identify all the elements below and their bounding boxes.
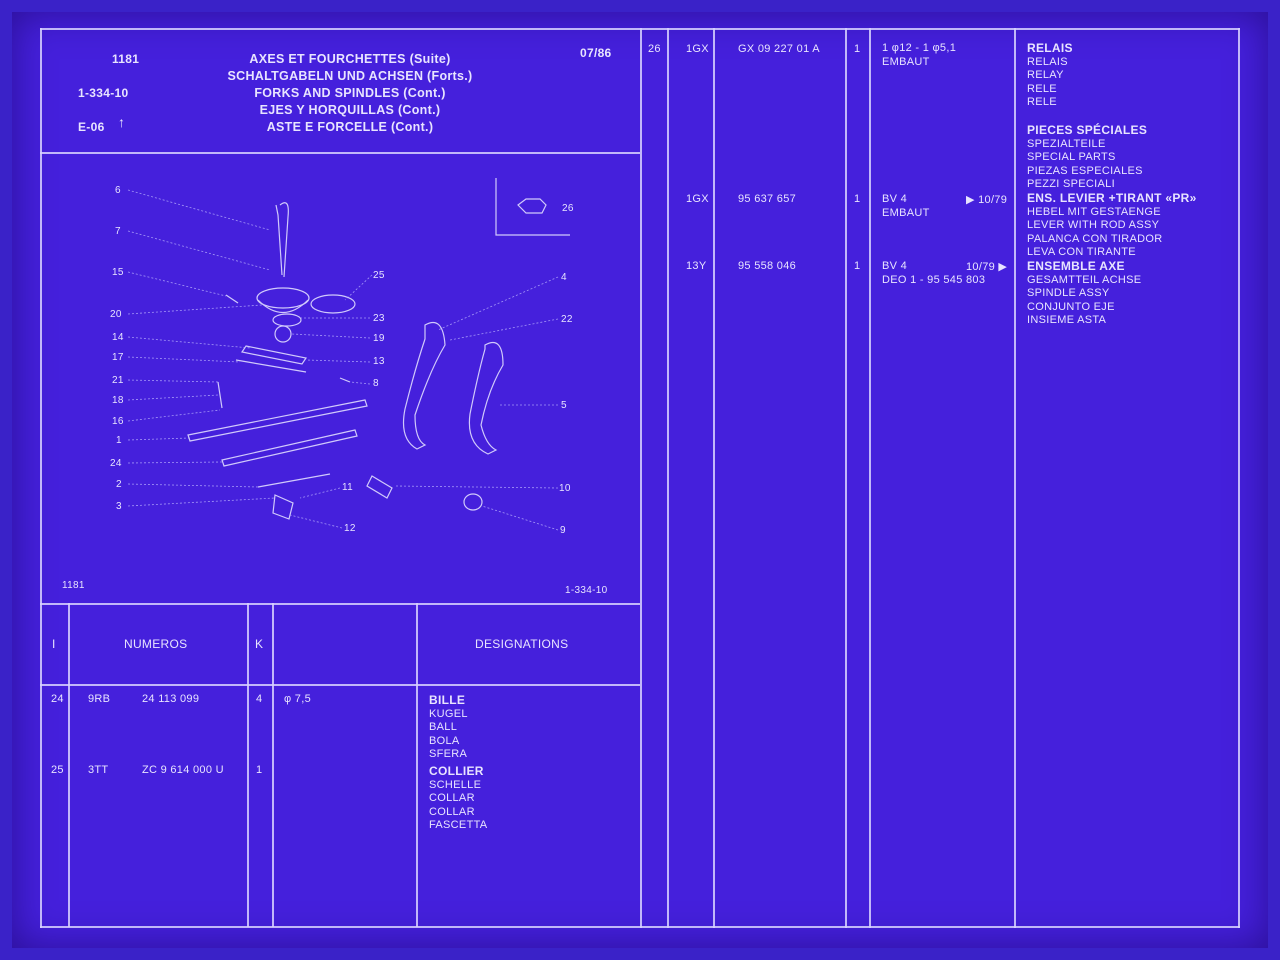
callout-25: 25 [373,270,385,281]
row-index: 25 [51,764,64,776]
row-spec: BV 4 DEO 1 - 95 545 803 [882,260,986,286]
col-header-designations: DESIGNATIONS [475,637,569,651]
callout-17: 17 [112,352,124,363]
row-part-number: 95 558 046 [738,260,797,272]
callout-7: 7 [115,226,121,237]
callout-20: 20 [110,309,122,320]
row-designations: COLLIER SCHELLE COLLAR COLLAR FASCETTA [429,764,488,832]
diagram-footer-right: 1-334-10 [565,585,608,596]
col-header-i: I [52,637,56,651]
right-col-2 [713,28,715,928]
frame-left [40,28,42,928]
col-header-k: K [255,637,264,651]
callout-24: 24 [110,458,122,469]
row-part-number: GX 09 227 01 A [738,43,820,55]
callout-5: 5 [561,400,567,411]
table-header-divider [40,684,640,686]
title-en: FORKS AND SPINDLES (Cont.) [254,86,446,100]
row-spec: BV 4 EMBAUT [882,193,930,219]
catalog-date: 07/86 [580,46,612,60]
row-spec: 1 φ12 - 1 φ5,1 EMBAUT [882,42,957,68]
callout-10: 10 [559,483,571,494]
row-spec: φ 7,5 [284,693,311,705]
row-part-number: 24 113 099 [142,693,200,705]
callout-8: 8 [373,378,379,389]
diagram-footer-left: 1181 [62,580,85,591]
section-code: E-06 [78,120,105,134]
callout-2: 2 [116,479,122,490]
left-col-1 [68,603,70,927]
row-designations: RELAIS RELAIS RELAY RELE RELE [1027,41,1073,109]
callout-9: 9 [560,525,566,536]
callout-23: 23 [373,313,385,324]
right-col-0 [640,28,642,928]
callout-15: 15 [112,267,124,278]
callout-1: 1 [116,435,122,446]
callout-11: 11 [342,482,353,493]
row-designations: ENSEMBLE AXE GESAMTTEIL ACHSE SPINDLE AS… [1027,259,1142,327]
right-col-3 [845,28,847,928]
callout-3: 3 [116,501,122,512]
row-qty: 1 [256,764,263,776]
row-index: 26 [648,43,661,55]
row-qty: 4 [256,693,263,705]
row-designations: BILLE KUGEL BALL BOLA SFERA [429,693,468,761]
diagram-divider [40,603,640,605]
catalog-ref: 1-334-10 [78,86,129,100]
callout-4: 4 [561,272,567,283]
right-col-1 [667,28,669,928]
callout-18: 18 [112,395,124,406]
catalog-code: 1181 [112,52,140,66]
callout-12: 12 [344,523,356,534]
row-index: 24 [51,693,64,705]
row-part-number: ZC 9 614 000 U [142,764,224,776]
row-designations: ENS. LEVIER +TIRANT «PR» HEBEL MIT GESTA… [1027,191,1197,259]
row-designations: PIECES SPÉCIALES SPEZIALTEILE SPECIAL PA… [1027,123,1148,191]
arrow-up-icon: ↑ [118,114,126,130]
title-fr: AXES ET FOURCHETTES (Suite) [249,52,451,66]
row-code: 3TT [88,764,109,776]
title-de: SCHALTGABELN UND ACHSEN (Forts.) [227,69,473,83]
callout-14: 14 [112,332,124,343]
col-header-numeros: NUMEROS [124,637,188,651]
frame-right [1238,28,1240,928]
right-col-4 [869,28,871,928]
row-qty: 1 [854,193,861,205]
row-date: ▶ 10/79 [966,194,1008,206]
callout-6: 6 [115,185,121,196]
title-es: EJES Y HORQUILLAS (Cont.) [259,103,441,117]
callout-21: 21 [112,375,124,386]
row-code: 1GX [686,193,709,205]
right-col-5 [1014,28,1016,928]
header-divider [40,152,640,154]
row-part-number: 95 637 657 [738,193,797,205]
callout-26: 26 [562,203,574,214]
row-qty: 1 [854,260,861,272]
callout-19: 19 [373,333,385,344]
callout-13: 13 [373,356,385,367]
left-col-3 [272,603,274,927]
title-it: ASTE E FORCELLE (Cont.) [266,120,434,134]
row-code: 13Y [686,260,707,272]
row-code: 9RB [88,693,111,705]
left-col-4 [416,603,418,927]
callout-16: 16 [112,416,124,427]
row-qty: 1 [854,43,861,55]
left-col-2 [247,603,249,927]
row-date: 10/79 ▶ [966,261,1008,273]
callout-22: 22 [561,314,573,325]
row-code: 1GX [686,43,709,55]
